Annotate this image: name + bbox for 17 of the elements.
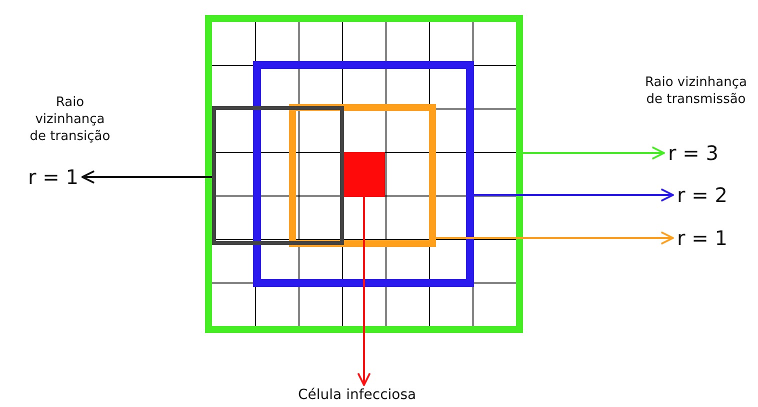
square-outline (289, 104, 436, 247)
arrow (474, 188, 674, 202)
neighborhood-heading: Raio vizinhança de transição (28, 94, 112, 145)
square-outline (212, 106, 344, 245)
radius-value: r = 1 (677, 226, 728, 250)
arrow (357, 197, 371, 386)
cell-caption: Célula infecciosa (298, 387, 416, 403)
radius-value: r = 2 (677, 183, 728, 207)
square-outline (205, 15, 523, 333)
radius-value: r = 3 (668, 141, 718, 165)
square-outline (253, 61, 474, 287)
arrow (523, 146, 665, 160)
radius-value: r = 1 (28, 165, 78, 189)
infected-cell (343, 152, 385, 197)
arrow (82, 170, 212, 184)
arrow (436, 231, 674, 245)
neighborhood-heading: Raio vizinhança de transmissão (644, 74, 748, 108)
